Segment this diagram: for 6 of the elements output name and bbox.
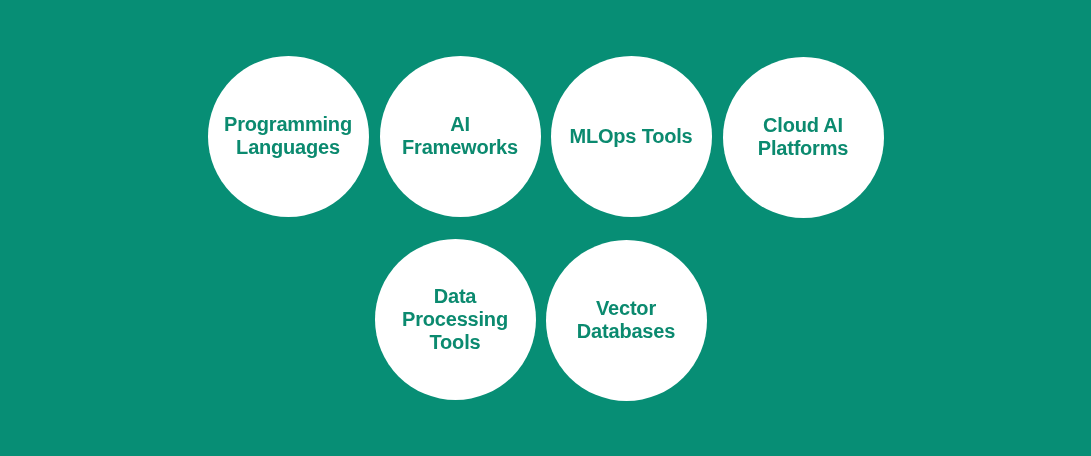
node-label: AI Frameworks bbox=[401, 113, 519, 159]
node-label: Cloud AI Platforms bbox=[756, 114, 850, 160]
node-label: Programming Languages bbox=[223, 113, 353, 159]
node-label: Data Processing Tools bbox=[401, 284, 509, 354]
node-label: MLOps Tools bbox=[569, 124, 693, 148]
node-label: Vector Databases bbox=[575, 297, 677, 343]
